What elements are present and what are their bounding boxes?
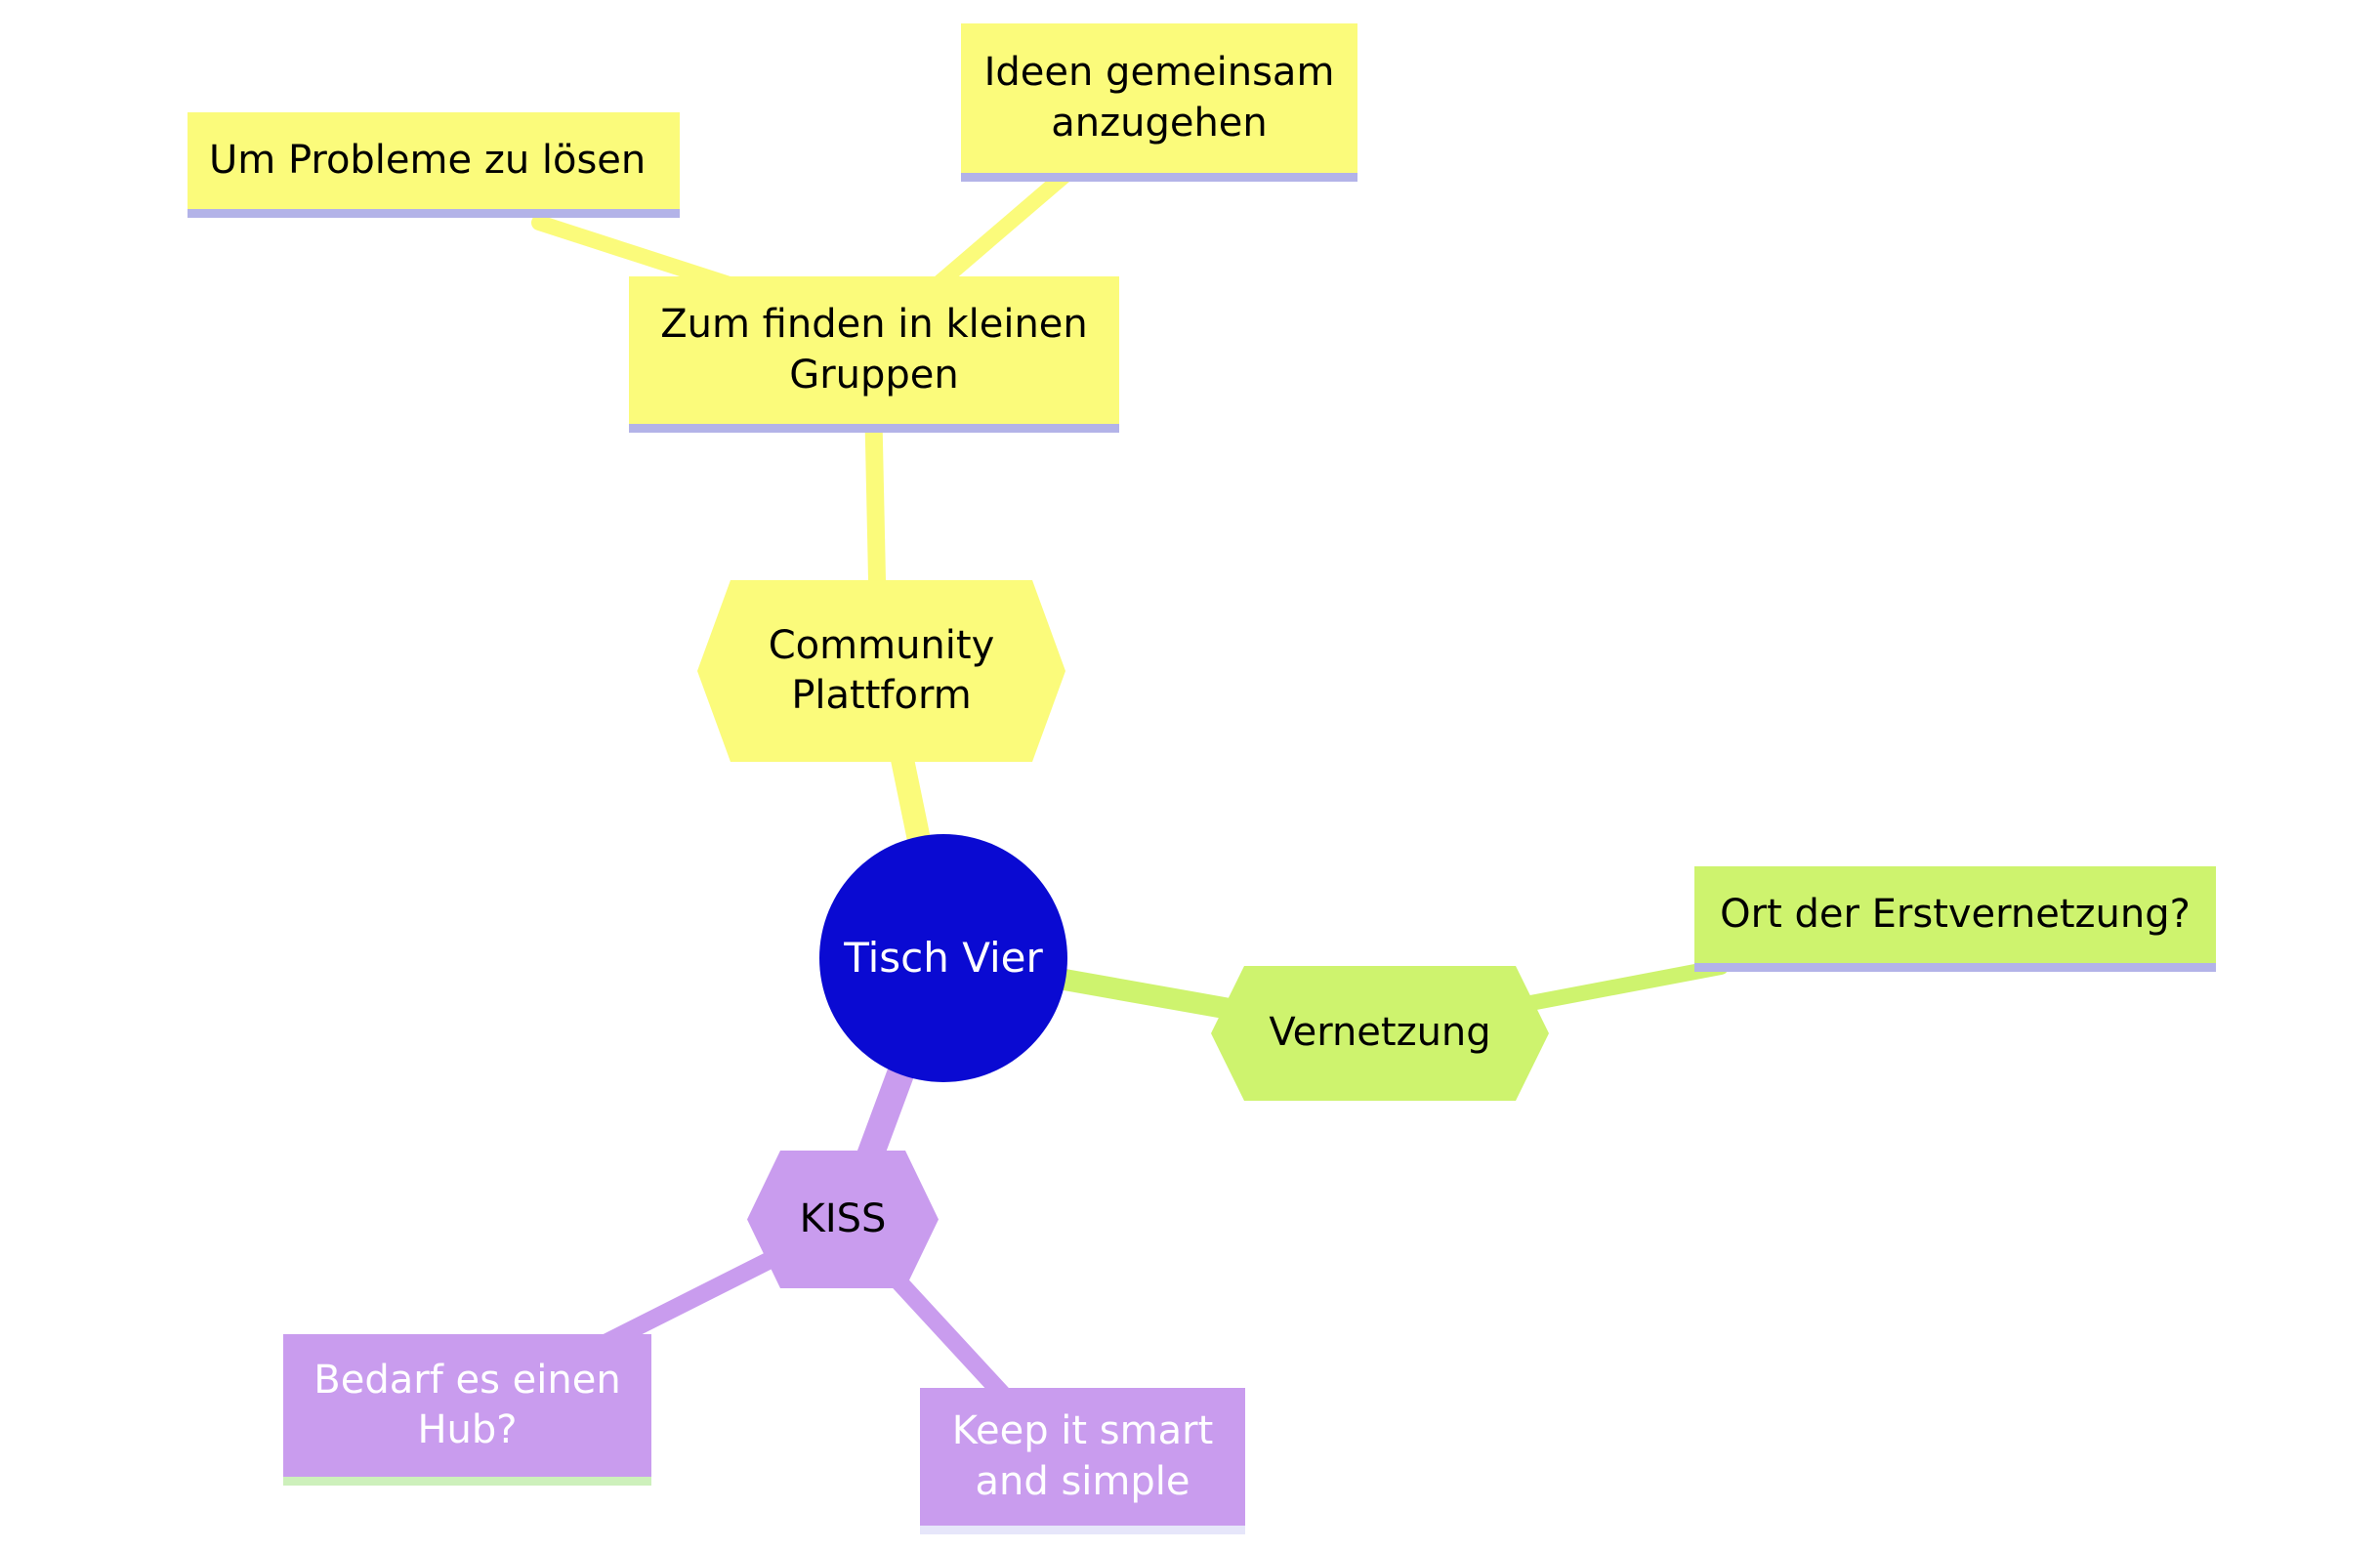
node-keep-it-smart-and-simple[interactable]: Keep it smart and simple: [920, 1388, 1245, 1534]
node-label: Zum finden in kleinen Gruppen: [660, 302, 1088, 398]
node-tisch-vier-root[interactable]: Tisch Vier: [819, 834, 1067, 1082]
node-ort-der-erstvernetzung[interactable]: Ort der Erstvernetzung?: [1694, 866, 2216, 972]
node-label: Vernetzung: [1269, 1010, 1491, 1056]
node-bedarf-es-einen-hub[interactable]: Bedarf es einen Hub?: [283, 1334, 651, 1486]
node-zum-finden-in-kleinen-gruppen[interactable]: Zum finden in kleinen Gruppen: [629, 276, 1119, 433]
node-ideen-gemeinsam-anzugehen[interactable]: Ideen gemeinsam anzugehen: [961, 23, 1357, 182]
node-label: KISS: [799, 1195, 887, 1241]
node-kiss[interactable]: KISS: [747, 1151, 939, 1288]
node-label: Bedarf es einen Hub?: [313, 1357, 621, 1452]
edge-zum-finden-ideen: [922, 166, 1074, 299]
node-vernetzung[interactable]: Vernetzung: [1211, 966, 1549, 1101]
node-label: Keep it smart and simple: [951, 1408, 1214, 1504]
node-label: Tisch Vier: [844, 934, 1043, 983]
node-label: Um Probleme zu lösen: [209, 137, 647, 183]
node-label: Ort der Erstvernetzung?: [1720, 891, 2191, 937]
node-community-plattform[interactable]: Community Plattform: [697, 580, 1065, 762]
node-label: Community Plattform: [768, 622, 995, 718]
node-label: Ideen gemeinsam anzugehen: [983, 50, 1335, 146]
node-um-probleme-zu-loesen[interactable]: Um Probleme zu lösen: [188, 112, 680, 218]
